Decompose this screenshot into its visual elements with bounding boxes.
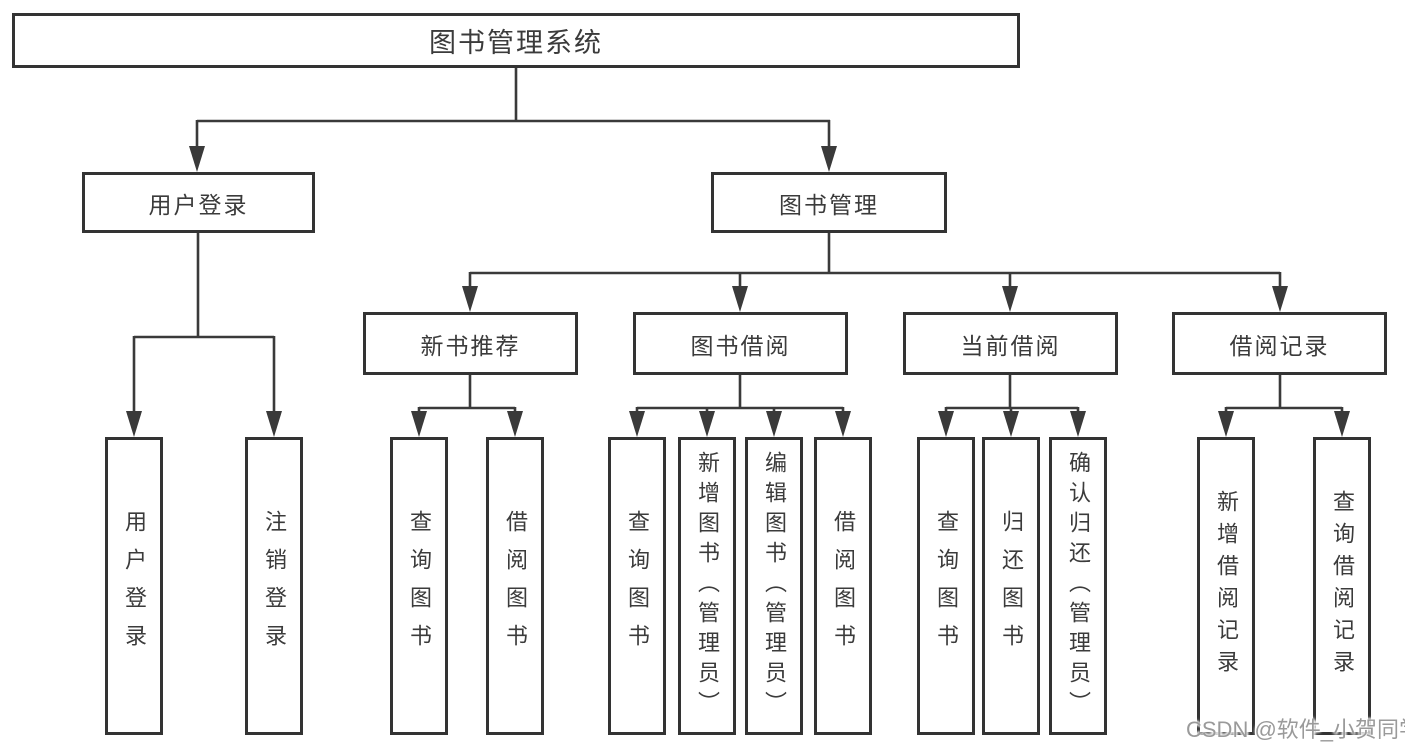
node-current-borrow: 当前借阅: [903, 312, 1118, 375]
leaf-label: 查询图书: [625, 510, 650, 662]
leaf-add-borrow-record: 新增借阅记录: [1197, 437, 1255, 735]
leaf-label: 查询借阅记录: [1330, 490, 1355, 682]
leaf-label: 查询图书: [934, 510, 959, 662]
node-book-management: 图书管理: [711, 172, 947, 233]
node-label: 图书借阅: [690, 332, 791, 359]
node-label: 图书管理系统: [429, 28, 603, 58]
node-label: 用户登录: [148, 191, 249, 218]
arrowheads: [126, 146, 1350, 437]
leaf-label: 查询图书: [407, 510, 432, 662]
node-label: 当前借阅: [960, 332, 1061, 359]
node-label: 图书管理: [779, 191, 879, 218]
leaf-label: 新增图书（管理员）: [695, 451, 720, 721]
node-borrow-record: 借阅记录: [1172, 312, 1387, 375]
leaf-label: 编辑图书（管理员）: [762, 451, 787, 721]
leaf-confirm-return-admin: 确认归还（管理员）: [1049, 437, 1107, 735]
leaf-logout: 注销登录: [245, 437, 303, 735]
leaf-borrow-book-2: 借阅图书: [814, 437, 872, 735]
leaf-label: 借阅图书: [503, 510, 528, 662]
leaf-borrow-book-1: 借阅图书: [486, 437, 544, 735]
leaf-user-login: 用户登录: [105, 437, 163, 735]
node-book-borrow: 图书借阅: [633, 312, 848, 375]
csdn-watermark: CSDN @软件_小贺同学: [1186, 717, 1405, 742]
leaf-label: 确认归还（管理员）: [1066, 451, 1091, 721]
node-library-management-system: 图书管理系统: [12, 13, 1020, 68]
node-user-login: 用户登录: [82, 172, 315, 233]
leaf-query-book-1: 查询图书: [390, 437, 448, 735]
node-label: 新书推荐: [420, 332, 521, 359]
leaf-label: 归还图书: [999, 510, 1024, 662]
leaf-query-book-3: 查询图书: [917, 437, 975, 735]
leaf-edit-book-admin: 编辑图书（管理员）: [745, 437, 803, 735]
leaf-return-book: 归还图书: [982, 437, 1040, 735]
leaf-label: 新增借阅记录: [1214, 490, 1239, 682]
leaf-label: 用户登录: [122, 510, 147, 662]
leaf-label: 注销登录: [262, 510, 287, 662]
leaf-label: 借阅图书: [831, 510, 856, 662]
leaf-query-borrow-record: 查询借阅记录: [1313, 437, 1371, 735]
leaf-add-book-admin: 新增图书（管理员）: [678, 437, 736, 735]
node-label: 借阅记录: [1229, 332, 1330, 359]
node-new-book-recommend: 新书推荐: [363, 312, 578, 375]
leaf-query-book-2: 查询图书: [608, 437, 666, 735]
